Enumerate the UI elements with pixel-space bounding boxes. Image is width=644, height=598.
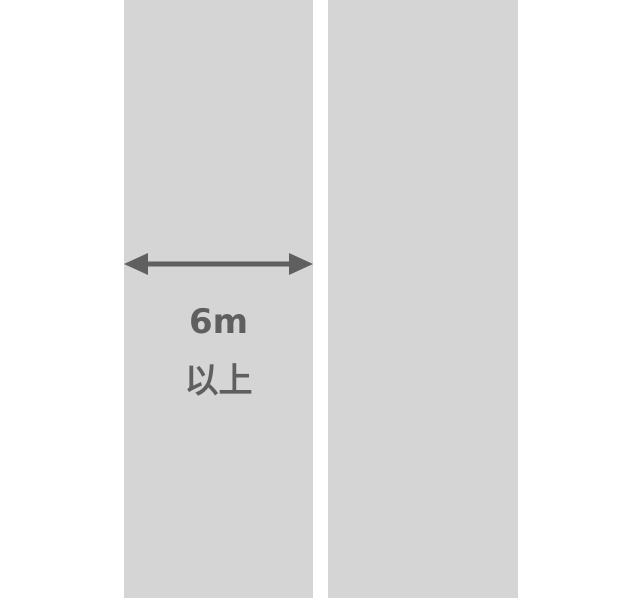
width-value-label: 6m <box>188 302 249 342</box>
left-strip <box>124 0 313 598</box>
right-strip <box>328 0 518 598</box>
width-qualifier-label: 以上 <box>184 361 253 401</box>
dimension-arrowhead-right <box>289 253 313 275</box>
dimension-arrowhead-left <box>124 253 148 275</box>
